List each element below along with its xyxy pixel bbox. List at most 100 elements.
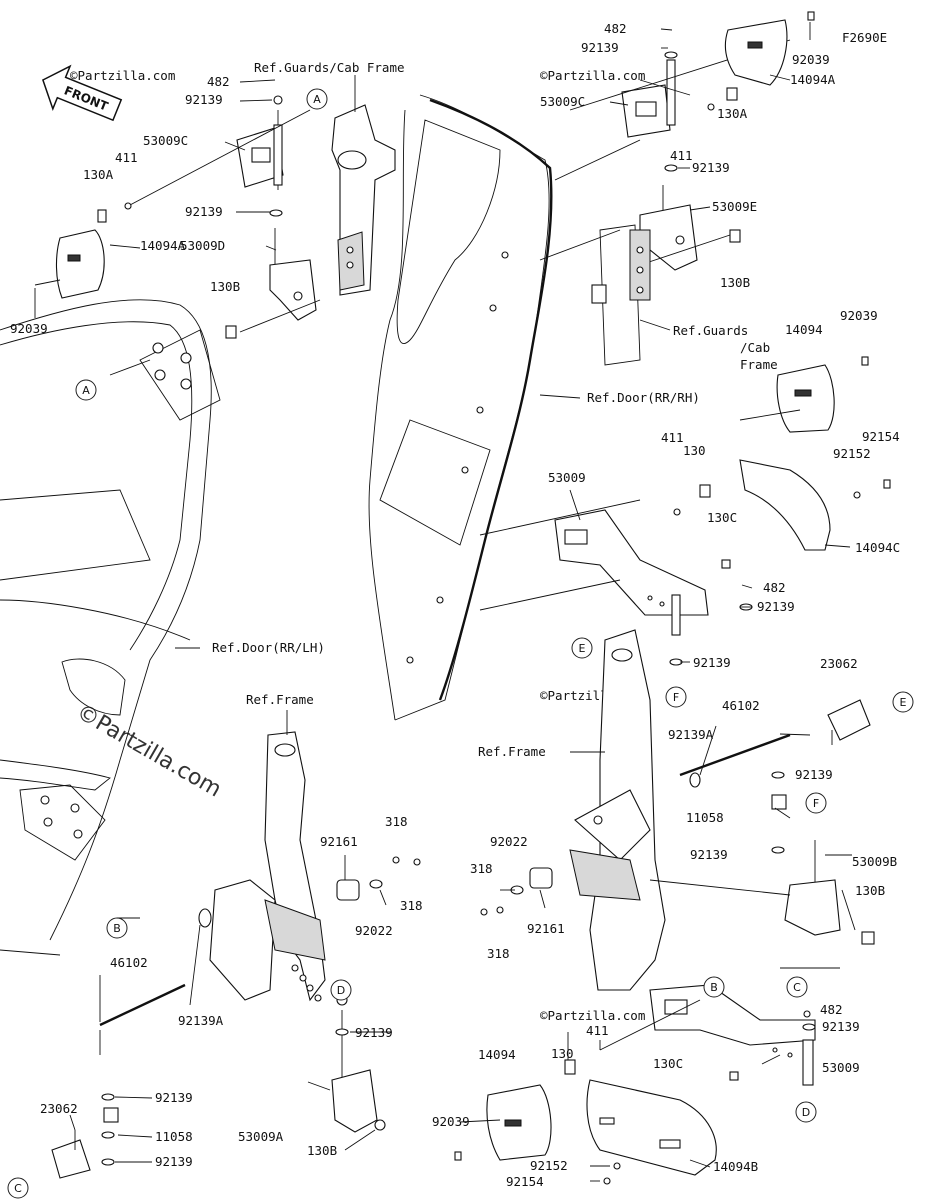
part-label: 318 bbox=[487, 946, 510, 961]
part-label: 53009C bbox=[540, 94, 585, 109]
part-label: 130B bbox=[210, 279, 240, 294]
bushing-92161-left bbox=[336, 856, 421, 901]
part-labels: 482 92139 Ref.Guards/Cab Frame 53009C 41… bbox=[10, 21, 900, 1189]
watermark-text: ©Partzilla.com bbox=[540, 1008, 645, 1023]
part-label: 53009E bbox=[712, 199, 757, 214]
part-label: 130B bbox=[720, 275, 750, 290]
part-label: 130 bbox=[683, 443, 706, 458]
part-label: 482 bbox=[604, 21, 627, 36]
part-label: 92139 bbox=[795, 767, 833, 782]
part-label: 53009 bbox=[822, 1060, 860, 1075]
callout-circle bbox=[892, 691, 914, 713]
bolt-130b-left-icon bbox=[225, 325, 237, 339]
part-label: 411 bbox=[115, 150, 138, 165]
bolt-130b-right-icon bbox=[729, 229, 741, 243]
callout-letter: C bbox=[14, 1182, 22, 1195]
watermark-main: ©Partzilla.com bbox=[72, 700, 225, 803]
part-label: 11058 bbox=[686, 810, 724, 825]
part-label: 482 bbox=[820, 1002, 843, 1017]
part-label: 130B bbox=[307, 1143, 337, 1158]
figure-code: F2690E bbox=[842, 30, 887, 45]
part-label: 92139 bbox=[185, 92, 223, 107]
part-label: 23062 bbox=[820, 656, 858, 671]
part-label: 411 bbox=[586, 1023, 609, 1038]
hinge-plate-53009-lower bbox=[564, 984, 816, 1086]
hinge-53009b bbox=[649, 840, 875, 945]
ref-label: Ref.Guards/Cab Frame bbox=[254, 60, 405, 75]
part-label: 92139 bbox=[155, 1090, 193, 1105]
callout-circle bbox=[786, 976, 808, 998]
bushing-92161-right bbox=[480, 867, 553, 916]
callout-circle bbox=[805, 792, 827, 814]
part-label: 92022 bbox=[355, 923, 393, 938]
guard-post-right bbox=[591, 224, 651, 366]
part-label: 92152 bbox=[530, 1158, 568, 1173]
hinge-23062-left bbox=[51, 1093, 119, 1179]
pin-46102-right bbox=[679, 733, 791, 788]
callout-letter: C bbox=[793, 981, 801, 994]
watermark-text: ©Partzilla.com bbox=[540, 68, 645, 83]
hinge-53009e bbox=[639, 185, 731, 271]
callout-letter: E bbox=[579, 642, 586, 655]
part-label: 92161 bbox=[527, 921, 565, 936]
part-label: 92039 bbox=[10, 321, 48, 336]
bolt-130a-right-icon bbox=[726, 87, 738, 101]
hinge-53009c-right bbox=[569, 39, 791, 172]
part-label: 46102 bbox=[722, 698, 760, 713]
part-label: 53009B bbox=[852, 854, 897, 869]
part-label: 411 bbox=[670, 148, 693, 163]
callout-letter: E bbox=[900, 696, 907, 709]
callout-letter: D bbox=[802, 1106, 810, 1119]
guard-post-left bbox=[331, 104, 396, 296]
cover-14094c bbox=[739, 459, 891, 551]
callout-letter: B bbox=[710, 981, 718, 994]
part-label: 482 bbox=[207, 74, 230, 89]
part-label: 92152 bbox=[833, 446, 871, 461]
bolt-130a-left-icon bbox=[97, 209, 107, 223]
hinge-23062-right bbox=[771, 699, 871, 854]
callout-circle bbox=[571, 637, 593, 659]
cover-14094b bbox=[586, 1079, 717, 1185]
callout-letter: F bbox=[813, 797, 819, 810]
part-label: 130B bbox=[855, 883, 885, 898]
callout-circle bbox=[665, 686, 687, 708]
watermark-text: ©Partzilla.com bbox=[70, 68, 175, 83]
callout-letter: F bbox=[673, 691, 679, 704]
leader-lines bbox=[34, 22, 856, 1182]
door-rr-lh-drawing bbox=[0, 299, 221, 956]
part-label: 92139 bbox=[355, 1025, 393, 1040]
part-label: 92139A bbox=[668, 727, 714, 742]
part-label: 53009D bbox=[180, 238, 225, 253]
cover-14094-bottom bbox=[454, 1084, 552, 1161]
callout-circle bbox=[795, 1101, 817, 1123]
part-label: 92161 bbox=[320, 834, 358, 849]
part-label: 92039 bbox=[432, 1114, 470, 1129]
ref-label: Ref.Guards bbox=[673, 323, 748, 338]
part-label: 53009C bbox=[143, 133, 188, 148]
ref-label: /Cab bbox=[740, 340, 770, 355]
ref-label: Ref.Frame bbox=[478, 744, 546, 759]
part-label: 14094 bbox=[478, 1047, 516, 1062]
part-label: 92154 bbox=[862, 429, 900, 444]
cover-14094a-right bbox=[724, 11, 815, 86]
part-label: 318 bbox=[400, 898, 423, 913]
cover-14094a-left bbox=[34, 229, 105, 299]
part-label: 482 bbox=[763, 580, 786, 595]
part-label: 130 bbox=[551, 1046, 574, 1061]
part-label: 130C bbox=[653, 1056, 683, 1071]
pin-46102-left bbox=[99, 983, 186, 1055]
ref-label: Frame bbox=[740, 357, 778, 372]
part-label: 92039 bbox=[840, 308, 878, 323]
part-label: 92022 bbox=[490, 834, 528, 849]
part-label: 92139 bbox=[155, 1154, 193, 1169]
callout-circle bbox=[75, 379, 97, 401]
part-label: 14094C bbox=[855, 540, 900, 555]
cover-14094-top bbox=[739, 356, 869, 433]
hinge-53009d bbox=[239, 228, 321, 333]
part-label: 130C bbox=[707, 510, 737, 525]
hinge-53009a bbox=[331, 994, 386, 1133]
part-label: 92139 bbox=[822, 1019, 860, 1034]
part-label: 130A bbox=[717, 106, 748, 121]
part-label: 318 bbox=[470, 861, 493, 876]
